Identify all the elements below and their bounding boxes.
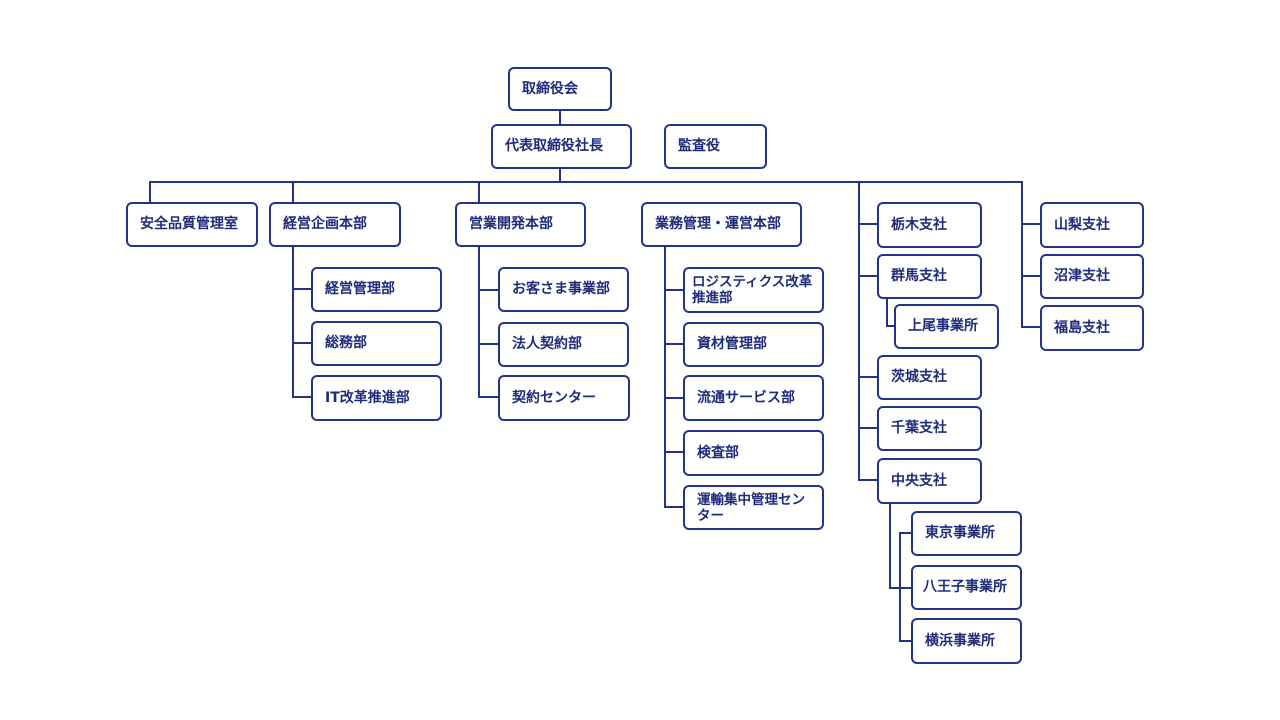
node-customer-business: お客さま事業部 [498,267,629,312]
node-inspection: 検査部 [683,430,824,476]
node-management-hq: 経営企画本部 [269,202,401,247]
connector [1021,181,1023,328]
node-corporate-contracts: 法人契約部 [498,322,629,367]
node-transport-control-center: 運輸集中管理センター [683,485,824,530]
connector [886,325,896,327]
connector [292,342,313,344]
node-distribution-services: 流通サービス部 [683,375,824,421]
connector [478,246,480,398]
connector [664,289,685,291]
node-office-hachioji: 八王子事業所 [911,565,1022,610]
node-safety-office: 安全品質管理室 [126,202,258,247]
connector [858,376,879,378]
connector [478,289,500,291]
connector [664,506,685,508]
node-management-dept: 経営管理部 [311,267,442,312]
connector [858,223,879,225]
node-materials: 資材管理部 [683,322,824,367]
connector [478,181,480,203]
connector [292,396,313,398]
node-auditor: 監査役 [664,124,767,169]
connector [899,640,913,642]
connector [1021,275,1042,277]
connector [858,181,860,481]
node-it-reform: IT改革推進部 [311,375,442,421]
connector [886,297,888,326]
node-branch-tochigi: 栃木支社 [877,202,982,248]
node-logistics-reform: ロジスティクス改革推進部 [683,267,824,313]
node-office-yokohama: 横浜事業所 [911,618,1022,664]
node-branch-ibaraki: 茨城支社 [877,355,982,400]
connector [858,427,879,429]
connector [559,110,561,126]
connector [889,587,901,589]
node-general-affairs: 総務部 [311,321,442,366]
connector [858,479,879,481]
node-branch-chiba: 千葉支社 [877,406,982,451]
connector [899,587,913,589]
connector [478,396,500,398]
node-branch-numazu: 沼津支社 [1040,254,1144,299]
connector [664,451,685,453]
node-branch-yamanashi: 山梨支社 [1040,202,1144,248]
node-board: 取締役会 [508,67,612,111]
connector [899,532,913,534]
connector [889,503,891,588]
connector [858,275,879,277]
node-office-ageo: 上尾事業所 [894,304,999,349]
connector [664,246,666,508]
connector [149,181,1023,183]
connector [559,167,561,183]
connector [292,181,294,203]
node-branch-chuo: 中央支社 [877,458,982,504]
node-office-tokyo: 東京事業所 [911,511,1022,556]
node-branch-fukushima: 福島支社 [1040,305,1144,351]
node-branch-gunma: 群馬支社 [877,254,982,299]
connector [149,181,151,203]
connector [1021,326,1042,328]
connector [292,288,313,290]
connector [1021,223,1042,225]
connector [478,343,500,345]
node-president: 代表取締役社長 [491,124,632,169]
connector [664,343,685,345]
node-contract-center: 契約センター [498,375,630,421]
connector [292,246,294,398]
connector [664,397,685,399]
node-sales-hq: 営業開発本部 [455,202,586,247]
node-operations-hq: 業務管理・運営本部 [641,202,802,247]
